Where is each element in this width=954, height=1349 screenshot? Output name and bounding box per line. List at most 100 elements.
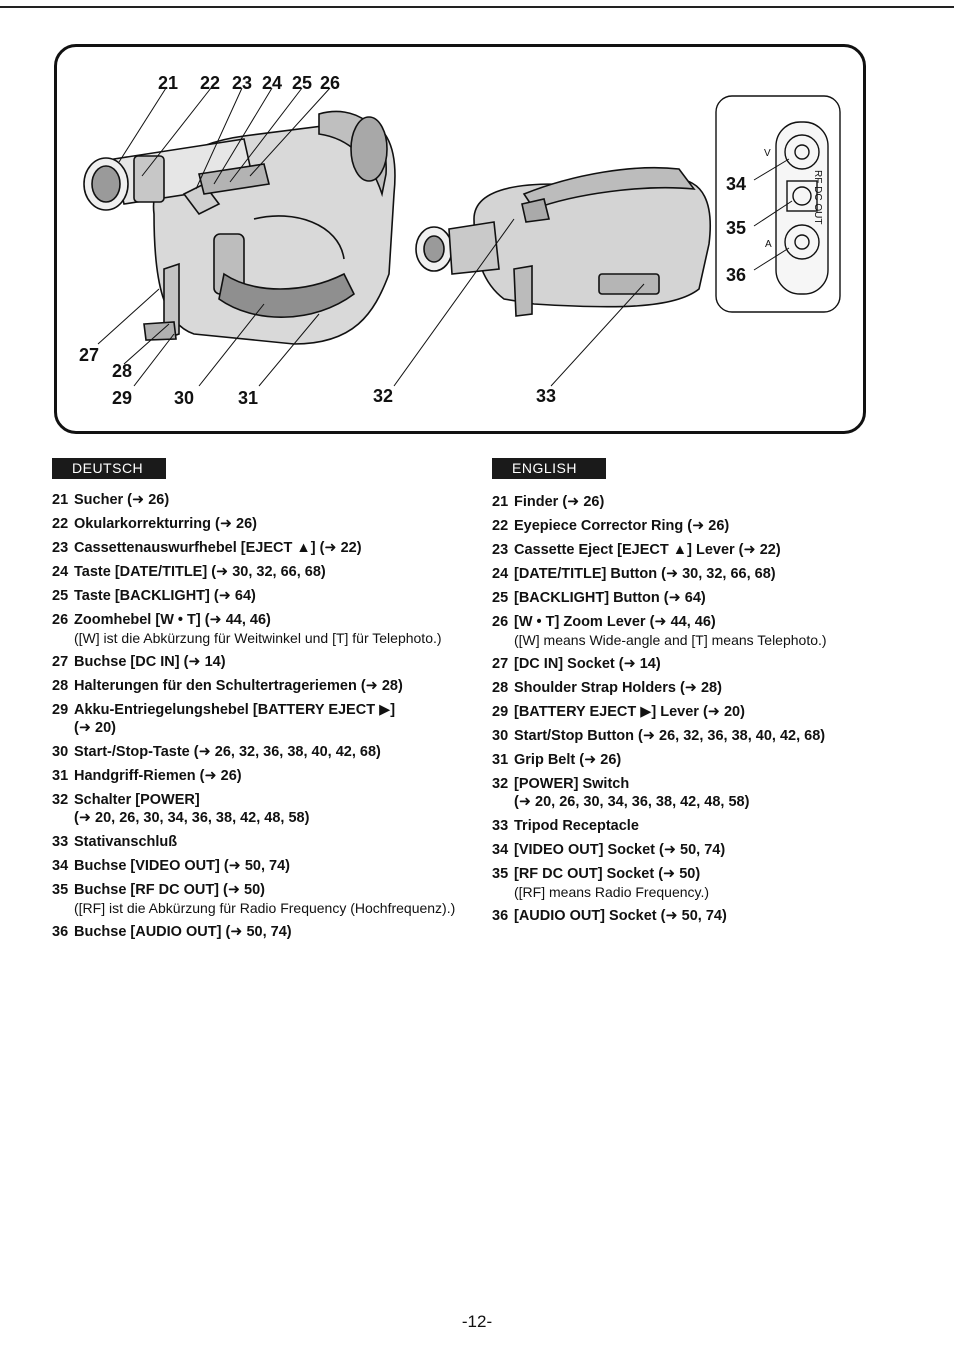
item-number: 31 [492,752,509,768]
item-number: 22 [52,516,69,532]
item-text: Buchse [VIDEO OUT] (➜ 50, 74) [74,858,290,874]
item-text: Grip Belt (➜ 26) [514,752,622,768]
item-number: 35 [492,866,509,882]
item-text: Halterungen für den Schultertrageriemen … [74,678,403,694]
item-line: 25[BACKLIGHT] Button (➜ 64) [492,590,706,606]
panel-label-rf-dc-out: RF DC OUT [812,170,823,224]
item-number: 34 [52,858,69,874]
item-text: [AUDIO OUT] Socket (➜ 50, 74) [514,908,727,924]
item-text: Finder (➜ 26) [514,494,605,510]
item-line: 35[RF DC OUT] Socket (➜ 50) [492,866,700,882]
item-number: 23 [52,540,69,556]
item-note: ([RF] ist die Abkürzung für Radio Freque… [74,900,456,916]
item-number: 26 [492,614,509,630]
item-note: ([W] ist die Abkürzung für Weitwinkel un… [74,630,442,646]
item-note: ([RF] means Radio Frequency.) [514,884,710,900]
item-text: Taste [BACKLIGHT] (➜ 64) [74,588,256,604]
item-number: 33 [52,834,69,850]
item-text: Stativanschluß [74,834,178,850]
item-text: Start/Stop Button (➜ 26, 32, 36, 38, 40,… [514,728,826,744]
item-line: 22 Eyepiece Corrector Ring (➜ 26) [492,518,729,534]
list-item: 25[BACKLIGHT] Button (➜ 64) [492,589,912,607]
item-number: 24 [52,564,69,580]
item-line: 34[VIDEO OUT] Socket (➜ 50, 74) [492,842,725,858]
camcorder-figure: V A RF DC OUT 21 22 23 24 25 26 27 28 29… [79,73,841,408]
item-text: Shoulder Strap Holders (➜ 28) [514,680,722,696]
list-item: 21 Finder (➜ 26) [492,493,912,511]
item-text: Cassette Eject [EJECT ▲] Lever (➜ 22) [514,542,781,558]
callout-26: 26 [320,73,340,93]
list-item: 22 Eyepiece Corrector Ring (➜ 26) [492,517,912,535]
item-line: 29[BATTERY EJECT ▶] Lever (➜ 20) [492,704,745,720]
item-number: 32 [52,792,69,808]
list-item: 26[W • T] Zoom Lever (➜ 44, 46)([W] mean… [492,613,912,649]
item-number: 21 [492,494,509,510]
callout-24: 24 [262,73,282,93]
item-text: Buchse [DC IN] (➜ 14) [74,654,226,670]
rf-dc-out-panel [715,95,841,313]
item-text: Tripod Receptacle [514,818,639,834]
item-number: 23 [492,542,509,558]
page-number: -12- [461,1312,493,1331]
item-number: 22 [492,518,509,534]
list-item: 28 Halterungen für den Schultertragerieme… [52,677,472,695]
callout-29: 29 [112,388,132,408]
list-item: 33 Stativanschluß [52,833,472,851]
list-item: 27[DC IN] Socket (➜ 14) [492,655,912,673]
item-text: [BATTERY EJECT ▶] Lever (➜ 20) [514,704,745,720]
item-text: Buchse [RF DC OUT] (➜ 50) [74,882,265,898]
item-number: 31 [52,768,69,784]
item-number: 33 [492,818,509,834]
top-rule [0,6,954,8]
deutsch-header: DEUTSCH [52,458,166,479]
item-line: 24[DATE/TITLE] Button (➜ 30, 32, 66, 68) [492,566,776,582]
item-line: 21 Finder (➜ 26) [492,494,604,510]
item-line: 23 Cassette Eject [EJECT ▲] Lever (➜ 22) [492,542,781,558]
item-line: 26[W • T] Zoom Lever (➜ 44, 46) [492,614,716,630]
item-number: 30 [52,744,69,760]
item-number: 27 [52,654,69,670]
item-text: Cassettenauswurfhebel [EJECT ▲] (➜ 22) [74,540,362,556]
list-item: 24[DATE/TITLE] Button (➜ 30, 32, 66, 68) [492,565,912,583]
list-item: 34 Buchse [VIDEO OUT] (➜ 50, 74) [52,857,472,875]
callout-leader-lines [97,87,793,387]
english-parts-list: 21 Finder (➜ 26) 22 Eyepiece Corrector Ring… [492,493,912,925]
item-subline: (➜ 20, 26, 30, 34, 36, 38, 42, 48, 58) [74,810,310,826]
callout-33: 33 [536,386,556,406]
callout-27: 27 [79,345,99,365]
list-item: 32[POWER] Switch(➜ 20, 26, 30, 34, 36, 3… [492,775,912,811]
rf-dc-out-socket-icon [786,180,818,212]
callout-30: 30 [174,388,194,408]
callout-34: 34 [726,174,746,194]
callout-28: 28 [112,361,132,381]
item-number: 26 [52,612,69,628]
item-text: Sucher (➜ 26) [74,492,170,508]
camcorder-left-illustration [83,110,396,345]
item-text: Eyepiece Corrector Ring (➜ 26) [514,518,730,534]
callout-25: 25 [292,73,312,93]
item-line: 27 Buchse [DC IN] (➜ 14) [52,654,226,670]
list-item: 29[BATTERY EJECT ▶] Lever (➜ 20) [492,703,912,721]
item-number: 28 [52,678,69,694]
list-item: 34[VIDEO OUT] Socket (➜ 50, 74) [492,841,912,859]
item-line: 23 Cassettenauswurfhebel [EJECT ▲] (➜ 22) [52,540,362,556]
item-number: 25 [52,588,69,604]
list-item: 27 Buchse [DC IN] (➜ 14) [52,653,472,671]
item-text: [BACKLIGHT] Button (➜ 64) [514,590,706,606]
item-text: [DC IN] Socket (➜ 14) [514,656,661,672]
item-line: 27[DC IN] Socket (➜ 14) [492,656,661,672]
